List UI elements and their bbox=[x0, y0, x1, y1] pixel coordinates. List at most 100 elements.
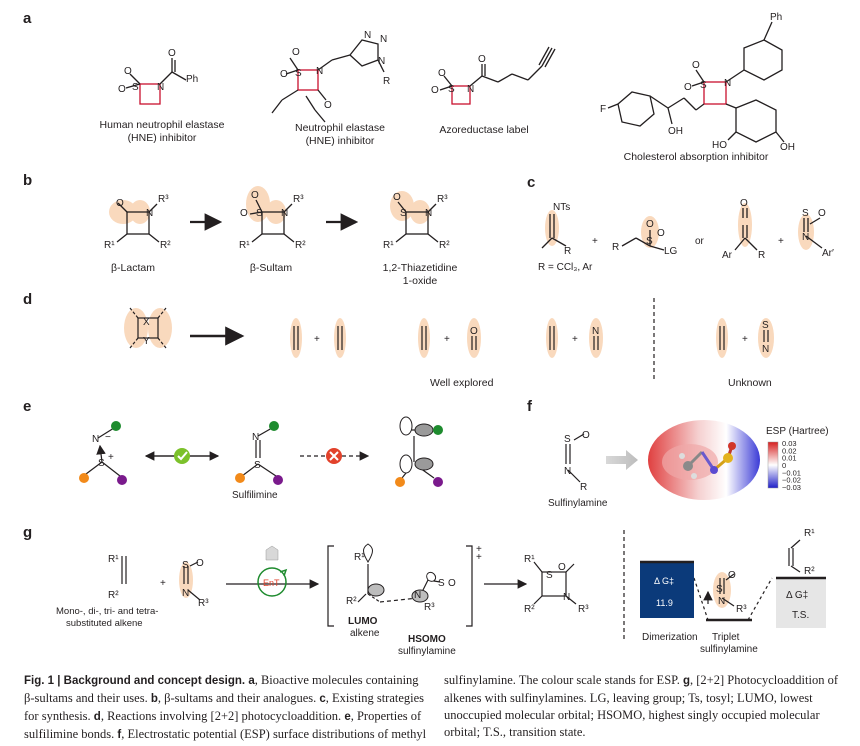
svg-text:R¹: R¹ bbox=[524, 554, 535, 565]
svg-text:N: N bbox=[425, 208, 432, 219]
hsomo-sub-label: sulfinylamine bbox=[398, 646, 456, 657]
ts-bar bbox=[776, 578, 826, 628]
atom-s: S bbox=[132, 82, 139, 93]
svg-text:N: N bbox=[92, 434, 99, 445]
svg-text:N: N bbox=[724, 78, 731, 89]
svg-text:O: O bbox=[196, 558, 204, 569]
panel-a-molecule-1 bbox=[125, 58, 187, 105]
caption-hne-inhibitor: Human neutrophil elastase (HNE) inhibito… bbox=[99, 119, 225, 144]
svg-text:HO: HO bbox=[712, 140, 727, 151]
svg-text:S: S bbox=[546, 570, 553, 581]
sulfinylamine-label: Sulfinylamine bbox=[548, 498, 608, 509]
caption-thiazetidine: 1,2-Thiazetidine 1-oxide bbox=[382, 262, 458, 287]
svg-text:N: N bbox=[380, 34, 387, 45]
orbital-lobes-ts bbox=[363, 543, 437, 603]
svg-text:N: N bbox=[414, 590, 421, 601]
svg-text:+: + bbox=[592, 236, 598, 247]
svg-text:R³: R³ bbox=[424, 602, 435, 613]
svg-text:S: S bbox=[295, 68, 302, 79]
caption-ne-inhibitor: Neutrophil elastase (HNE) inhibitor bbox=[295, 122, 385, 147]
svg-text:N: N bbox=[316, 66, 323, 77]
svg-text:N: N bbox=[157, 82, 164, 93]
panel-g-structures bbox=[121, 530, 801, 640]
svg-text:O: O bbox=[740, 198, 748, 209]
svg-text:F: F bbox=[600, 104, 606, 115]
svg-text:O: O bbox=[168, 48, 176, 59]
alkene-label-line1: Mono-, di-, tri- and tetra- bbox=[56, 606, 158, 617]
svg-text:OH: OH bbox=[668, 126, 683, 137]
esp-tick-label: 0.03 bbox=[782, 439, 797, 448]
svg-text:O: O bbox=[438, 68, 446, 79]
panel-label-d: d bbox=[23, 291, 33, 308]
svg-text:NTs: NTs bbox=[553, 202, 570, 213]
panel-f-structure bbox=[565, 433, 585, 483]
svg-text:O: O bbox=[324, 100, 332, 111]
lightbulb-icon bbox=[265, 545, 279, 561]
svg-text:N: N bbox=[182, 588, 189, 599]
svg-text:S: S bbox=[564, 434, 571, 445]
svg-text:S: S bbox=[802, 208, 809, 219]
caption-beta-sultam: β-Sultam bbox=[249, 262, 293, 274]
panel-b-structures bbox=[109, 186, 439, 243]
orbital-sketch bbox=[399, 416, 434, 474]
svg-text:O: O bbox=[251, 190, 259, 201]
svg-text:O: O bbox=[818, 208, 826, 219]
svg-text:N: N bbox=[802, 232, 809, 243]
svg-text:S: S bbox=[400, 208, 407, 219]
svg-text:O: O bbox=[448, 578, 456, 589]
svg-text:N: N bbox=[281, 208, 288, 219]
dg-label: Δ G‡ bbox=[654, 576, 674, 586]
panel-label-e: e bbox=[23, 398, 32, 415]
esp-tick-label: −0.02 bbox=[782, 476, 801, 485]
svg-text:N: N bbox=[378, 56, 385, 67]
ts-label: T.S. bbox=[792, 610, 809, 621]
panel-a-molecule-2 bbox=[271, 39, 385, 123]
svg-text:R²: R² bbox=[108, 590, 119, 601]
svg-text:R³: R³ bbox=[293, 194, 304, 205]
svg-text:Ph: Ph bbox=[186, 74, 198, 85]
purple-substituent bbox=[117, 475, 127, 485]
svg-text:X: X bbox=[143, 317, 150, 328]
svg-text:R¹: R¹ bbox=[108, 554, 119, 565]
orange-substituent bbox=[79, 473, 89, 483]
svg-text:O: O bbox=[393, 192, 401, 203]
svg-text:R¹: R¹ bbox=[239, 240, 250, 251]
check-icon bbox=[174, 448, 190, 464]
figure-caption-left: Fig. 1 | Background and concept design. … bbox=[24, 673, 427, 741]
esp-tick-label: 0.01 bbox=[782, 454, 797, 463]
sulfilimine-label: Sulfilimine bbox=[232, 490, 278, 501]
svg-text:+: + bbox=[742, 334, 748, 345]
svg-text:N: N bbox=[252, 432, 259, 443]
svg-text:R²: R² bbox=[160, 240, 171, 251]
svg-text:R: R bbox=[564, 246, 571, 257]
svg-text:O: O bbox=[470, 326, 478, 337]
svg-text:N: N bbox=[146, 208, 153, 219]
svg-text:S: S bbox=[716, 584, 723, 595]
dg-value: 11.9 bbox=[656, 598, 673, 608]
panel-a-molecule-3 bbox=[439, 46, 556, 105]
svg-text:S: S bbox=[254, 460, 261, 471]
panel-label-c: c bbox=[527, 174, 536, 191]
svg-text:Ph: Ph bbox=[770, 12, 782, 23]
panel-label-a: a bbox=[23, 10, 32, 27]
lumo-label: LUMO bbox=[348, 616, 378, 627]
svg-text:Ar′: Ar′ bbox=[822, 248, 834, 259]
svg-text:S: S bbox=[182, 560, 189, 571]
figure-caption-right: sulfinylamine. The colour scale stands f… bbox=[444, 673, 838, 739]
panel-label-f: f bbox=[527, 398, 532, 415]
svg-text:N: N bbox=[564, 466, 571, 477]
svg-text:+: + bbox=[108, 452, 114, 463]
svg-text:N: N bbox=[467, 84, 474, 95]
esp-tick-label: −0.03 bbox=[782, 483, 801, 492]
svg-text:S: S bbox=[98, 458, 105, 469]
svg-text:R²: R² bbox=[346, 596, 357, 607]
svg-text:O: O bbox=[280, 69, 288, 80]
panel-d-reactions bbox=[124, 298, 774, 380]
esp-tick-labels: 0.030.020.010−0.01−0.02−0.03 bbox=[782, 439, 801, 492]
svg-text:O: O bbox=[431, 85, 439, 96]
svg-text:N: N bbox=[592, 326, 599, 337]
panel-c-structures bbox=[541, 203, 823, 251]
svg-text:R³: R³ bbox=[736, 604, 747, 615]
svg-text:−: − bbox=[105, 432, 111, 443]
svg-text:R: R bbox=[383, 76, 390, 87]
